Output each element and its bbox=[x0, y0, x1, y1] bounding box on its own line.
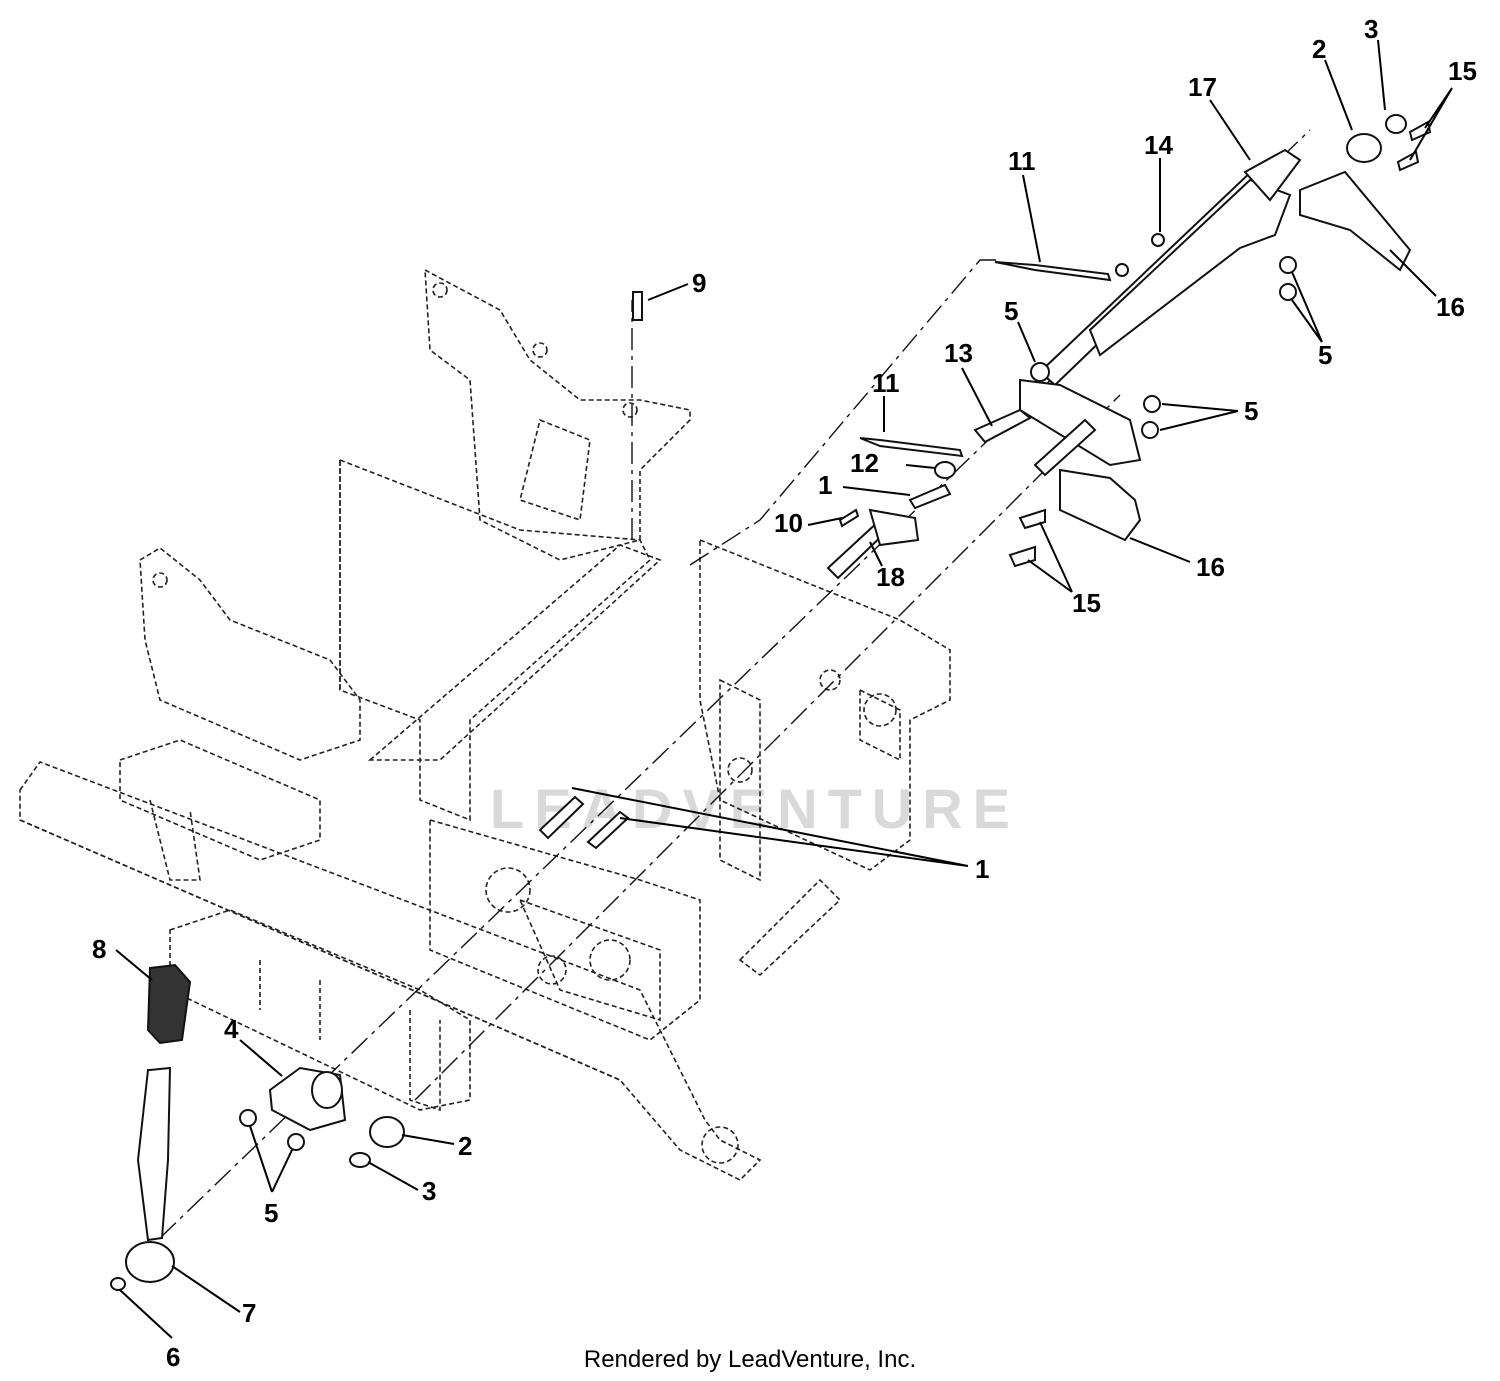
callout-3-upper: 3 bbox=[1364, 14, 1378, 44]
callout-11-lower: 11 bbox=[872, 368, 900, 398]
callout-5-lower: 5 bbox=[264, 1198, 278, 1228]
callout-10: 10 bbox=[774, 508, 803, 538]
callout-1-lower: 1 bbox=[975, 854, 989, 884]
callout-labels: 1 1 1 2 2 3 3 4 5 5 5 5 5 6 7 8 9 10 11 … bbox=[92, 14, 1477, 1372]
callout-9: 9 bbox=[692, 268, 706, 298]
callout-7: 7 bbox=[242, 1298, 256, 1328]
callout-2-upper: 2 bbox=[1312, 34, 1326, 64]
callout-14: 14 bbox=[1144, 130, 1173, 160]
callout-1-upper: 1 bbox=[818, 470, 832, 500]
callout-12: 12 bbox=[850, 448, 879, 478]
callout-3-lower: 3 bbox=[422, 1176, 436, 1206]
callout-17: 17 bbox=[1188, 72, 1217, 102]
callout-16-upper: 16 bbox=[1436, 292, 1465, 322]
callout-5-right: 5 bbox=[1244, 396, 1258, 426]
callout-11-upper: 11 bbox=[1008, 146, 1036, 176]
callout-4: 4 bbox=[224, 1014, 239, 1044]
callout-8: 8 bbox=[92, 934, 106, 964]
callout-13: 13 bbox=[944, 338, 973, 368]
callout-5-upper-right: 5 bbox=[1318, 340, 1332, 370]
leader-lines bbox=[115, 39, 1453, 1339]
callout-18: 18 bbox=[876, 562, 905, 592]
callout-6: 6 bbox=[166, 1342, 180, 1372]
callout-2-lower: 2 bbox=[458, 1131, 472, 1161]
mower-frame bbox=[19, 268, 951, 1181]
callout-16-lower: 16 bbox=[1196, 552, 1225, 582]
shaft-assembly bbox=[110, 114, 1432, 1291]
callout-15-lower: 15 bbox=[1072, 588, 1101, 618]
callout-15-upper: 15 bbox=[1448, 56, 1477, 86]
callout-5-top: 5 bbox=[1004, 296, 1018, 326]
footer-credit: Rendered by LeadVenture, Inc. bbox=[583, 1346, 917, 1373]
